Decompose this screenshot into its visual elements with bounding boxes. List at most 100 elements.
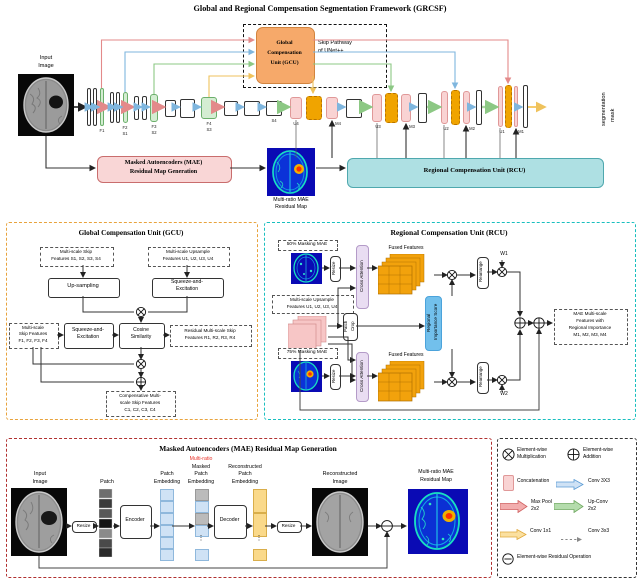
rcu-rearrange-bottom-label: Rearrange: [478, 366, 483, 388]
gcu-se-right-box: [152, 278, 224, 298]
tag-u1: U1: [499, 129, 505, 134]
unet-concat-c2: [451, 90, 460, 125]
rcu-block-label: Regional Compensation Unit (RCU): [423, 167, 526, 174]
gcu-input-upsample-features: [148, 247, 230, 267]
rcu-mask75-heatmap-image: [291, 361, 322, 392]
top-residual-map-label-line2: Residual Map: [275, 204, 307, 210]
unet-block-m4: [326, 97, 338, 119]
gcu-output-line2: scale Skip Features: [119, 400, 161, 405]
tag-s3: S3: [206, 127, 212, 132]
reconstructed-patch-embedding-token: [253, 549, 267, 561]
rcu-fused-features-top: [377, 253, 434, 296]
figure-title: Global and Regional Compensation Segment…: [193, 4, 447, 13]
masked-patch-embedding-token: [195, 501, 209, 513]
unet-block-b1: [224, 101, 238, 116]
rcu-resize-top-label: Resize: [331, 261, 336, 275]
tag-m3: M3: [409, 124, 415, 129]
gcu-cosine-line1: Cosine: [133, 327, 149, 333]
circle-minus-icon: [502, 552, 514, 565]
gcu-input-upsample-line1: Multi-scale Upsample: [166, 249, 210, 254]
unet-block-b2: [244, 101, 260, 116]
legend-label-conv3x3-blue: Conv 3X3: [588, 478, 610, 484]
rcu-output-line2: Features with: [576, 318, 604, 323]
gcu-input-skip-line1: Multi-scale Skip: [59, 249, 93, 254]
rcu-w2-label: W2: [500, 391, 508, 397]
circle-plus-icon: [567, 448, 580, 461]
mae-recon-pe-line1: Reconstructed: [228, 464, 262, 470]
legend-label-concat: Concatenation: [517, 478, 550, 484]
rcu-resize-top: [330, 256, 341, 282]
rcu-patch-crop-line1: Patch: [343, 320, 348, 332]
unet-block-e1b: [116, 92, 120, 123]
conv3x3-blue-arrow-icon: [555, 477, 584, 491]
top-residual-map-label-line1: Multi-ratio MAE: [273, 197, 309, 203]
rcu-output-line4: M1, M2, M3, M4: [573, 332, 607, 337]
mae-recon-image-line2: Image: [332, 479, 348, 485]
mae-patch-grid: [98, 488, 113, 558]
tag-f3: F3: [151, 124, 157, 129]
rcu-output-line1: MAE Multi-scale: [573, 311, 607, 316]
tag-f1: F1: [99, 128, 105, 133]
gcu-input-f-features: [9, 323, 59, 349]
gcu-se-right-line1: Squeeze-and-: [170, 279, 203, 285]
input-image-label-line2: Image: [38, 63, 54, 69]
mae-residual-map-generation-block[interactable]: [97, 156, 232, 183]
input-brain-image: [18, 74, 74, 136]
skip-pathway-label-line2: of UNet++: [318, 48, 344, 54]
rcu-w1-label: W1: [500, 251, 508, 257]
unet-block-f1: [99, 88, 104, 126]
mae-recon-pe-line3: Embedding: [231, 479, 259, 485]
rcu-cross-attention-top: [356, 245, 369, 309]
mae-masked-pe-line2: Patch: [194, 471, 208, 477]
mae-patch-embedding-line2: Embedding: [153, 479, 181, 485]
regional-compensation-unit-block[interactable]: [347, 158, 604, 188]
legend-label-add-line1: Element-wise: [583, 447, 614, 453]
gcu-cosine-line2: Similarity: [130, 334, 152, 340]
mae-residual-label-line2: Residual Map: [420, 477, 452, 483]
unet-block-d1: [523, 85, 528, 128]
legend-label-upconv-line1: Up-Conv: [588, 499, 608, 505]
gcu-residual-line1: Residual Multi-scale Skip: [184, 328, 236, 333]
unet-block-e0a: [87, 88, 91, 126]
legend-label-maxpool-line1: Max Pool: [531, 499, 552, 505]
mae-masked-pe-line1: Masked: [191, 464, 211, 470]
unet-block-m3: [401, 94, 411, 122]
reconstructed-patch-embedding-token: [253, 513, 267, 537]
unet-block-f4: [201, 97, 217, 119]
rcu-upsample-line1: Multi-scale Upsample: [290, 296, 334, 302]
masked-patch-embedding-token: [195, 513, 209, 525]
mae-recon-image-line1: Reconstructed: [322, 471, 358, 477]
legend-label-mult-line2: Multiplication: [517, 454, 546, 460]
unet-concat-c3: [385, 93, 398, 123]
gcu-residual-line2: Features R1, R2, R3, R4: [184, 335, 236, 340]
tag-u3: U3: [375, 124, 381, 129]
rcu-mask50-label-box: [278, 240, 338, 251]
gcu-input-f-line3: F1, F2, F3, F4: [18, 338, 48, 343]
unet-block-s4: [266, 101, 282, 116]
masked-patch-embedding-token: [195, 489, 209, 501]
patch-embedding-token: [160, 501, 174, 513]
segmentation-mask-label-line2: mask: [610, 108, 616, 122]
gcu-input-f-line2: Skip Features: [18, 331, 48, 336]
rcu-resize-bottom-label: Resize: [331, 369, 336, 383]
mae-reconstructed-brain-image: [312, 488, 368, 556]
unet-concat-c4: [306, 96, 322, 120]
global-compensation-unit-block[interactable]: [256, 27, 315, 84]
patch-embedding-token: [160, 513, 174, 525]
unet-block-d3: [418, 93, 427, 123]
gcu-se-left-line1: Squeeze-and-: [71, 327, 104, 333]
patch-embedding-token: [160, 525, 174, 537]
masked-embedding-ellipsis: ⋮: [197, 535, 205, 542]
rcu-cross-attention-top-label: Cross Attention: [358, 260, 364, 292]
rcu-mask75-label: 75% Masking MAE: [286, 349, 328, 355]
mae-block-label-line2: Residual Map Generation: [129, 169, 198, 175]
gcu-panel-title: Global Compensation Unit (GCU): [78, 229, 184, 237]
tag-m2: M2: [469, 126, 475, 131]
mae-recon-pe-line2: Patch: [238, 471, 252, 477]
gcu-output-line3: C1, C2, C3, C4: [124, 407, 156, 412]
legend-label-upconv-line2: 2x2: [588, 506, 597, 512]
rcu-output-box: [554, 309, 628, 345]
maxpool-red-arrow-icon: [499, 499, 528, 514]
segmentation-mask-label-line1: segmentation: [601, 92, 607, 126]
unet-block-e2a: [134, 96, 139, 120]
